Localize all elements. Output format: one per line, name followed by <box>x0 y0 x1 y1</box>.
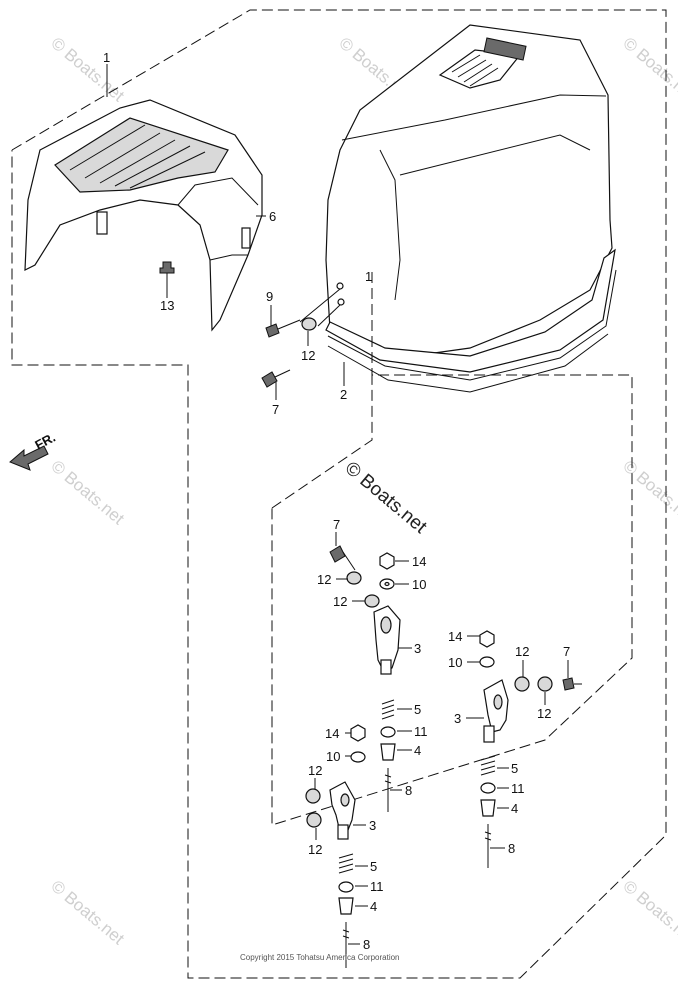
callout-m-11: 11 <box>370 879 384 894</box>
latch-cluster-middle <box>305 724 366 968</box>
callout-6: 6 <box>269 209 276 224</box>
callout-r-12b: 12 <box>537 706 551 721</box>
watermark-top-right: © Boats.net <box>619 34 678 106</box>
callout-m-14: 14 <box>325 726 339 741</box>
grommet-12 <box>301 317 317 331</box>
leader-lines <box>106 64 569 945</box>
latch-cluster-right <box>479 630 582 868</box>
callout-m-3: 3 <box>369 818 376 833</box>
callout-l-12b: 12 <box>333 594 347 609</box>
callout-m-4: 4 <box>370 899 377 914</box>
callout-r-5: 5 <box>511 761 518 776</box>
callout-r-11: 11 <box>511 781 525 796</box>
callout-13: 13 <box>160 298 174 313</box>
watermark-bottom-right: © Boats.net <box>619 877 678 949</box>
callout-l-14: 14 <box>412 554 426 569</box>
watermark-mid-left: © Boats.net <box>47 457 128 529</box>
center-watermark: © Boats.net <box>341 458 431 539</box>
callout-r-3: 3 <box>454 711 461 726</box>
outer-boundary <box>11 9 667 979</box>
engine-cover-part <box>325 24 617 393</box>
watermark-top-left: © Boats.net <box>47 34 128 106</box>
screw-13 <box>159 261 175 290</box>
copyright-text: Copyright 2015 Tohatsu America Corporati… <box>240 953 400 962</box>
rear-apron-part <box>24 99 263 332</box>
callout-m-10: 10 <box>326 749 340 764</box>
front-arrow: FR. <box>9 430 58 471</box>
callout-1-dash: 1 <box>365 269 372 284</box>
callout-l-7: 7 <box>333 517 340 532</box>
callout-l-11: 11 <box>414 724 428 739</box>
latch-cluster-left <box>329 545 401 812</box>
callout-m-12b: 12 <box>308 842 322 857</box>
callout-r-10: 10 <box>448 655 462 670</box>
latch-kit-boundary <box>271 374 633 826</box>
callout-l-12a: 12 <box>317 572 331 587</box>
callout-r-7: 7 <box>563 644 570 659</box>
callout-m-12a: 12 <box>308 763 322 778</box>
callout-r-8: 8 <box>508 841 515 856</box>
callout-r-12a: 12 <box>515 644 529 659</box>
callout-l-3: 3 <box>414 641 421 656</box>
callout-l-8: 8 <box>405 783 412 798</box>
callout-labels: 1 6 13 9 12 7 2 1 7 14 12 10 12 3 5 11 4… <box>103 50 570 952</box>
callout-12-top: 12 <box>301 348 315 363</box>
front-arrow-label: FR. <box>32 430 58 453</box>
callout-1-top: 1 <box>103 50 110 65</box>
watermark-bottom-left: © Boats.net <box>47 877 128 949</box>
callout-l-4: 4 <box>414 743 421 758</box>
callout-m-8: 8 <box>363 937 370 952</box>
callout-7-top: 7 <box>272 402 279 417</box>
cover-fasteners <box>261 272 373 388</box>
callout-r-14: 14 <box>448 629 462 644</box>
callout-2: 2 <box>340 387 347 402</box>
callout-m-5: 5 <box>370 859 377 874</box>
callout-r-4: 4 <box>511 801 518 816</box>
watermark-mid-right: © Boats.net <box>619 457 678 529</box>
callout-l-10: 10 <box>412 577 426 592</box>
callout-9: 9 <box>266 289 273 304</box>
group-boundary-lines <box>11 9 667 979</box>
callout-l-5: 5 <box>414 702 421 717</box>
